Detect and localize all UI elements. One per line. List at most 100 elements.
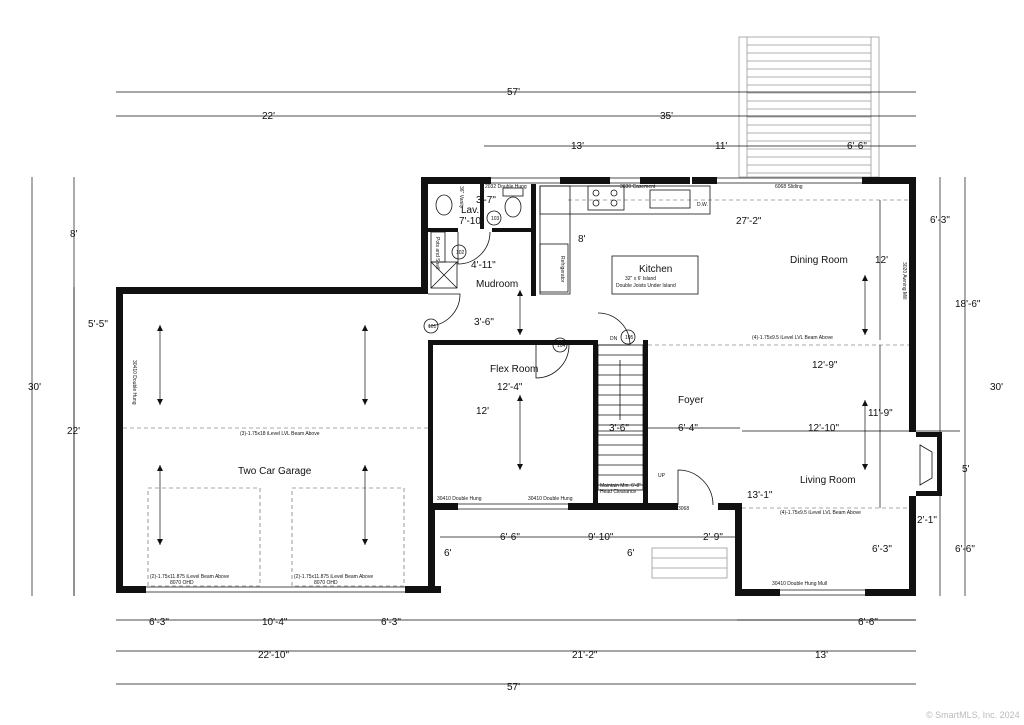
room-label-lav: Lav. <box>461 205 479 216</box>
dim-right-5: 5' <box>962 464 970 475</box>
arrow-head <box>862 400 868 406</box>
dim-131: 13'-1" <box>747 490 773 501</box>
dim-124: 12'-4" <box>497 382 523 393</box>
note-2032: 2032 Double Hung <box>485 184 527 190</box>
joist-arrows <box>157 275 868 545</box>
copyright-watermark: © SmartMLS, Inc. 2024 <box>926 710 1020 720</box>
note-3068: 3068 <box>678 506 689 512</box>
tag-102: 102 <box>456 250 465 256</box>
note-headroom: Maintain Min. 6'-8" <box>600 483 641 489</box>
plan-notes: 2032 Double Hung 3030 Casement 6068 Slid… <box>131 184 907 587</box>
dim-bottom-2210: 22'-10" <box>258 650 289 661</box>
arrow-head <box>862 275 868 281</box>
dim-bottom-63a: 6'-3" <box>149 617 169 628</box>
note-fridge: Refrigerator <box>559 256 565 283</box>
note-right-awning: 3020 Awning Mill <box>901 262 907 299</box>
dim-right-63: 6'-3" <box>930 215 950 226</box>
dim-29: 2'-9" <box>703 532 723 543</box>
dim-8: 8' <box>578 234 586 245</box>
dim-right-186: 18'-6" <box>955 299 981 310</box>
arrow-head <box>862 329 868 335</box>
dim-6b: 6' <box>627 548 635 559</box>
note-dn: DN <box>610 336 618 342</box>
dim-left-30: 30' <box>28 382 41 393</box>
dim-bottom-212: 21'-2" <box>572 650 598 661</box>
dim-272: 27'-2" <box>736 216 762 227</box>
tag-105: 105 <box>625 335 634 341</box>
note-garage-dh: 30410 Double Hung <box>131 360 137 405</box>
arrow-head <box>362 325 368 331</box>
arrow-head <box>362 399 368 405</box>
dim-6a: 6' <box>444 548 452 559</box>
room-label-garage: Two Car Garage <box>238 466 312 477</box>
arrow-head <box>517 464 523 470</box>
room-label-mudroom: Mudroom <box>476 279 518 290</box>
garage-doors <box>147 487 405 587</box>
arrow-head <box>362 539 368 545</box>
doors <box>427 231 714 506</box>
tag-104: 104 <box>557 343 566 349</box>
dim-36b: 3'-6" <box>609 423 629 434</box>
note-beam1: (3)-1.75x18 iLevel LVL Beam Above <box>240 431 320 437</box>
windows <box>116 177 916 596</box>
room-label-foyer: Foyer <box>678 395 704 406</box>
note-beam-door-b: (2)-1.75x11.875 iLevel Beam Above <box>294 574 373 580</box>
dim-63: 6'-3" <box>872 544 892 555</box>
room-label-living: Living Room <box>800 475 856 486</box>
dim-top-66: 6'-6" <box>847 141 867 152</box>
note-living-dh: 30410 Double Hung Mull <box>772 581 827 587</box>
note-dw: D.W. <box>697 202 708 208</box>
note-ohd-b: 8070 OHD <box>314 580 338 586</box>
note-island: 32" x 6' Island <box>625 276 656 282</box>
dim-411: 4'-11" <box>471 260 496 271</box>
fireplace <box>916 432 942 496</box>
arrow-head <box>157 465 163 471</box>
arrow-head <box>517 395 523 401</box>
arrow-head <box>157 539 163 545</box>
dim-bottom-66: 6'-6" <box>858 617 878 628</box>
dim-left-55: 5'-5" <box>88 319 108 330</box>
room-label-dining: Dining Room <box>790 255 848 266</box>
dim-129: 12'-9" <box>812 360 838 371</box>
stairs <box>597 344 644 491</box>
dim-119: 11'-9" <box>868 408 893 419</box>
note-casement: 3030 Casement <box>620 184 656 190</box>
note-vanity: 36" Vanity <box>458 186 464 209</box>
dim-right-30: 30' <box>990 382 1003 393</box>
room-label-flex: Flex Room <box>490 364 538 375</box>
tag-101: 101 <box>428 324 437 330</box>
note-island2: Double Joists Under Island <box>616 283 676 289</box>
walls <box>116 177 916 596</box>
dim-12b: 12' <box>476 406 489 417</box>
dim-64: 6'-4" <box>678 423 698 434</box>
note-flex-dh-a: 30410 Double Hung <box>437 496 482 502</box>
room-label-kitchen: Kitchen <box>639 264 672 275</box>
note-ohd-a: 8070 OHD <box>170 580 194 586</box>
dim-left-8: 8' <box>70 229 78 240</box>
arrow-head <box>517 290 523 296</box>
dim-top-right: 35' <box>660 111 673 122</box>
note-pots: Pots and Shelf <box>434 237 440 270</box>
dim-bottom-overall: 57' <box>507 682 520 693</box>
dim-bottom-104: 10'-4" <box>262 617 288 628</box>
note-beam3: (4)-1.75x9.5 iLevel LVL Beam Above <box>780 510 861 516</box>
dimension-lines <box>31 91 966 685</box>
dim-bottom-63b: 6'-3" <box>381 617 401 628</box>
dim-36a: 3'-6" <box>474 317 494 328</box>
kitchen-fixtures <box>430 185 711 295</box>
note-flex-dh-b: 30410 Double Hung <box>528 496 573 502</box>
front-steps <box>651 547 728 579</box>
dim-right-66: 6'-6" <box>955 544 975 555</box>
note-beam2: (4)-1.75x9.5 iLevel LVL Beam Above <box>752 335 833 341</box>
dim-left-22: 22' <box>67 426 80 437</box>
deck <box>738 36 880 178</box>
dim-top-overall: 57' <box>507 87 520 98</box>
arrow-head <box>517 329 523 335</box>
dim-top-left: 22' <box>262 111 275 122</box>
note-sliding: 6068 Sliding <box>775 184 803 190</box>
tag-103: 103 <box>491 216 500 222</box>
note-beam-door-a: (2)-1.75x11.875 iLevel Beam Above <box>150 574 229 580</box>
dim-bottom-13: 13' <box>815 650 828 661</box>
